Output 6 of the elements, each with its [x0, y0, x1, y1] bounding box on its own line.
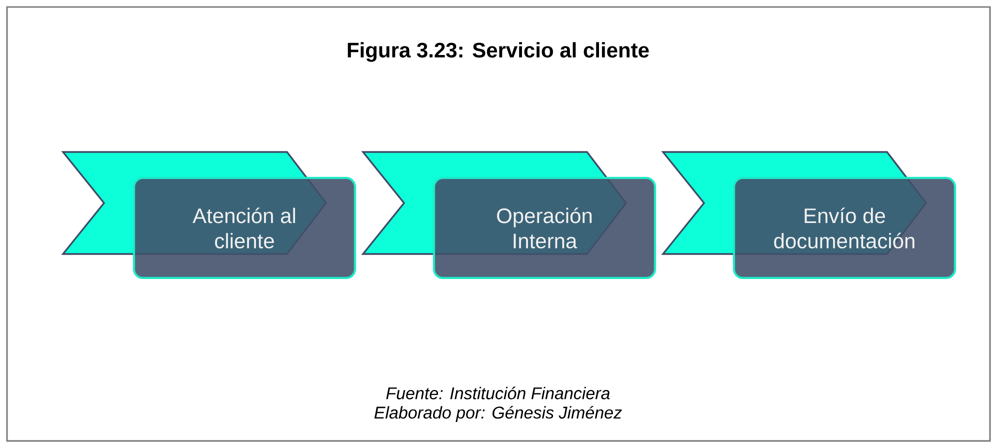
step-box: Atención al cliente: [132, 176, 356, 280]
source-note: Fuente: Institución Financiera: [386, 386, 610, 400]
step-box: Envío de documentación: [732, 176, 956, 280]
source-note: Elaborado por: Génesis Jiménez: [374, 406, 622, 422]
title: Figura 3.23: Servicio al cliente: [348, 42, 649, 62]
step-box: Operación Interna: [432, 176, 656, 280]
